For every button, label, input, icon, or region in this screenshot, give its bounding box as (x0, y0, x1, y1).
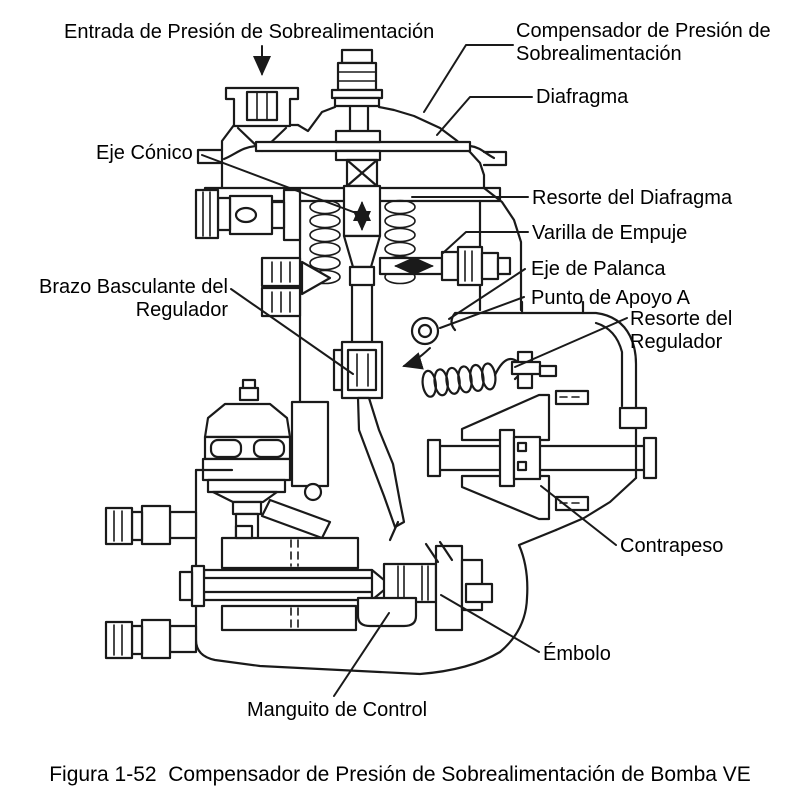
rocker-lever (332, 340, 431, 542)
leader-eje-palanca (448, 268, 526, 320)
pressure-inlet-fitting (224, 86, 300, 153)
leader-brazo (230, 288, 354, 375)
label-fulcrum-a: Punto de Apoyo A (531, 287, 691, 309)
label-diaphragm: Diafragma (536, 86, 629, 108)
diaphragm (222, 129, 496, 162)
pump-body (194, 468, 558, 676)
label-cone-shaft: Eje Cónico (96, 142, 193, 164)
spring-adjuster (493, 350, 558, 390)
leader-contrapeso (540, 485, 617, 546)
label-governor-rocker-arm: Brazo Basculante del Regulador (38, 276, 228, 322)
plunger-and-sleeve (178, 524, 494, 632)
label-governor-spring: Resorte del Regulador (630, 308, 733, 354)
label-lever-shaft: Eje de Palanca (531, 258, 666, 280)
figure-caption: Figura 1-52 Compensador de Presión de So… (49, 763, 751, 786)
governor-spring (421, 362, 497, 398)
control-sleeve (356, 596, 418, 628)
leader-eje-conico (201, 154, 357, 214)
leader-varilla (442, 231, 529, 254)
label-push-rod: Varilla de Empuje (532, 222, 688, 244)
leader-diafragma (436, 96, 533, 136)
mid-housing (298, 186, 523, 432)
label-boost-pressure-inlet: Entrada de Presión de Sobrealimentación (64, 21, 435, 43)
leader-resorte-regulador (514, 317, 628, 368)
lever-pivot (410, 316, 440, 346)
leader-manguito (333, 612, 390, 697)
leader-compensador (423, 44, 514, 113)
label-flyweight: Contrapeso (620, 535, 724, 557)
lever-motion-arrow (402, 347, 431, 370)
cone-shaft (342, 158, 382, 344)
delivery-valve-holder (201, 378, 332, 566)
governor-housing (450, 300, 648, 532)
side-fitting-upper (194, 188, 302, 242)
leader-punto-apoyo (439, 296, 525, 329)
flyweight-assembly (426, 389, 658, 521)
housing-wall-bolts (260, 256, 332, 318)
label-control-sleeve: Manguito de Control (247, 699, 428, 721)
label-diaphragm-spring: Resorte del Diafragma (532, 187, 733, 209)
side-fitting-middle (104, 504, 198, 546)
leader-embolo (440, 594, 540, 653)
label-plunger: Émbolo (543, 643, 611, 665)
push-rod (378, 245, 512, 287)
side-fitting-lower (104, 618, 198, 660)
leader-lines (201, 44, 628, 697)
label-boost-pressure-compensator: Compensador de Presión de Sobrealimentac… (516, 20, 771, 66)
